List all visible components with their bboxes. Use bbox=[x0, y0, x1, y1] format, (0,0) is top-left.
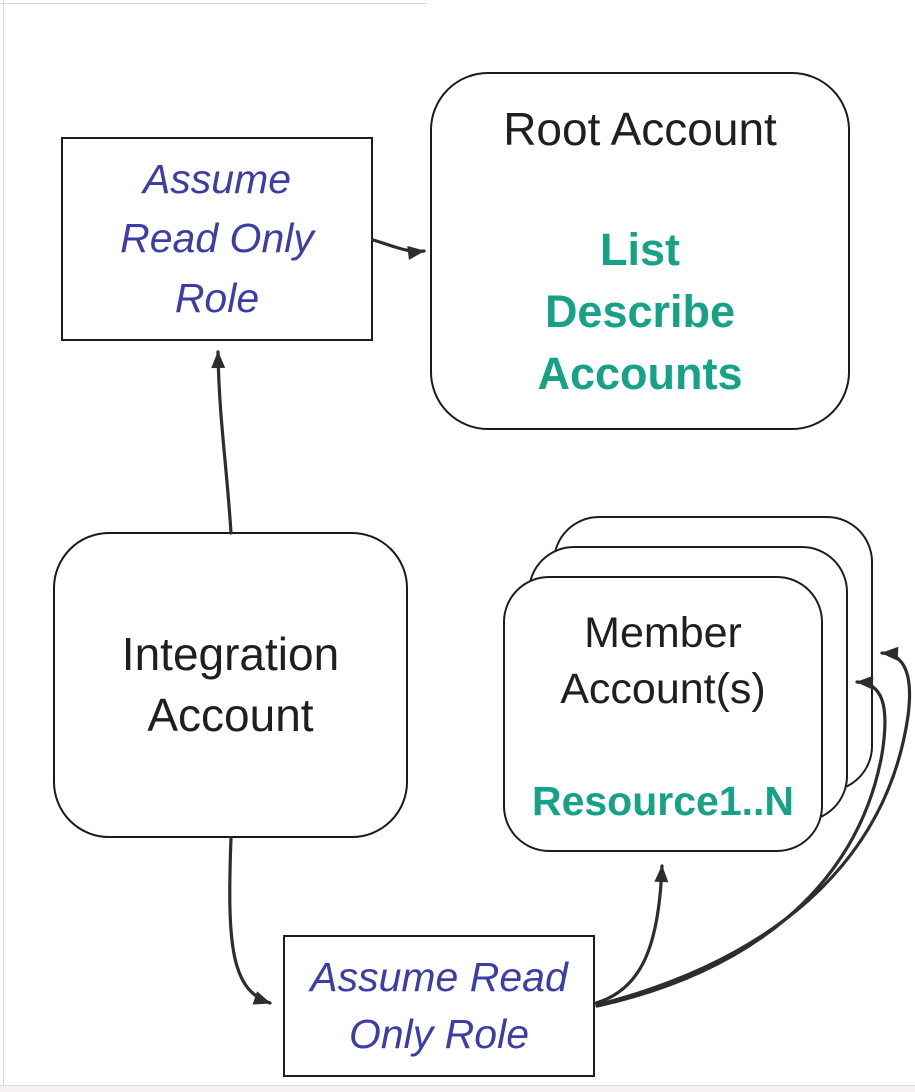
assume-bottom-label: Assume Read Only Role bbox=[310, 949, 568, 1064]
integration-line-1: Integration bbox=[121, 628, 340, 681]
member-title-line-2: Account(s) bbox=[560, 664, 766, 713]
root-action-accounts: Accounts bbox=[537, 348, 743, 400]
page-edge-bottom bbox=[0, 1085, 915, 1086]
arrow-integration-to-assume-bottom bbox=[228, 836, 272, 1005]
root-action-list: List bbox=[599, 224, 680, 276]
assume-bottom-line-1: Assume Read bbox=[310, 953, 568, 1000]
arrow-assume-top-to-root bbox=[371, 238, 426, 260]
node-member-accounts: Member Account(s) Resource1..N bbox=[503, 576, 823, 852]
integration-account-label: Integration Account bbox=[122, 624, 339, 745]
assume-top-line-1: Assume bbox=[142, 155, 292, 202]
root-account-title: Root Account bbox=[503, 103, 777, 155]
root-action-describe: Describe bbox=[544, 286, 736, 338]
node-assume-read-only-role-bottom: Assume Read Only Role bbox=[283, 935, 595, 1077]
arrow-assume-bottom-to-member-front bbox=[594, 864, 669, 1005]
node-root-account: Root Account List Describe Accounts bbox=[430, 72, 850, 430]
arrow-integration-to-assume-top bbox=[211, 350, 233, 535]
assume-top-line-2: Read Only bbox=[120, 215, 314, 262]
page-edge-left bbox=[3, 0, 4, 1086]
assume-top-line-3: Role bbox=[174, 274, 260, 321]
integration-line-2: Account bbox=[147, 689, 314, 741]
page-bottom-strip bbox=[0, 1086, 915, 1092]
member-title-line-1: Member bbox=[584, 609, 742, 657]
node-assume-read-only-role-top: Assume Read Only Role bbox=[61, 137, 373, 341]
assume-bottom-line-2: Only Role bbox=[348, 1011, 529, 1057]
node-integration-account: Integration Account bbox=[53, 532, 408, 838]
root-account-actions: List Describe Accounts bbox=[537, 219, 742, 405]
page-edge-top bbox=[0, 3, 427, 4]
member-accounts-title: Member Account(s) bbox=[560, 606, 766, 718]
assume-top-label: Assume Read Only Role bbox=[120, 150, 314, 328]
member-resources-label: Resource1..N bbox=[531, 777, 795, 824]
